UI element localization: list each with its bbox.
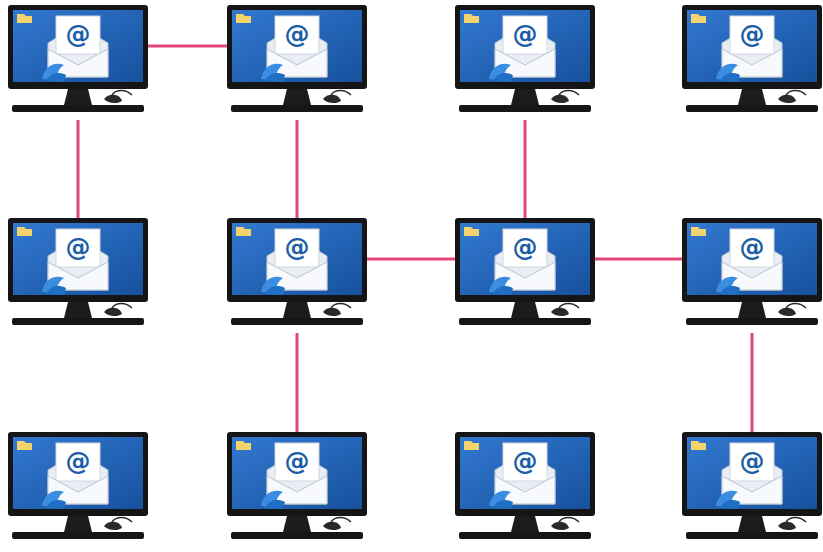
symbol-area: @: [505, 231, 545, 263]
monitor-node: @: [682, 432, 822, 547]
symbol-area: @: [58, 445, 98, 477]
symbol-area: @: [277, 445, 317, 477]
network-link: [751, 333, 754, 432]
network-link: [296, 333, 299, 432]
symbol-area: @: [732, 18, 772, 50]
email-symbol: @: [66, 22, 91, 47]
monitor-node: @: [455, 5, 595, 120]
monitor-node: @: [8, 218, 148, 333]
email-symbol: @: [740, 449, 765, 474]
symbol-area: @: [58, 18, 98, 50]
monitor-node: @: [227, 218, 367, 333]
monitor-node: @: [227, 432, 367, 547]
monitor-node: @: [455, 218, 595, 333]
monitor-node: @: [682, 218, 822, 333]
email-symbol: @: [740, 22, 765, 47]
email-symbol: @: [285, 235, 310, 260]
email-symbol: @: [740, 235, 765, 260]
network-link: [367, 258, 455, 261]
email-symbol: @: [285, 449, 310, 474]
email-symbol: @: [285, 22, 310, 47]
symbol-area: @: [58, 231, 98, 263]
network-link: [77, 120, 80, 218]
symbol-area: @: [732, 445, 772, 477]
network-link: [148, 45, 227, 48]
monitor-node: @: [8, 432, 148, 547]
symbol-area: @: [277, 231, 317, 263]
network-link: [524, 120, 527, 218]
symbol-area: @: [277, 18, 317, 50]
monitor-node: @: [8, 5, 148, 120]
email-symbol: @: [66, 235, 91, 260]
symbol-area: @: [732, 231, 772, 263]
symbol-area: @: [505, 445, 545, 477]
monitor-node: @: [227, 5, 367, 120]
email-symbol: @: [513, 449, 538, 474]
monitor-node: @: [682, 5, 822, 120]
network-link: [296, 120, 299, 218]
monitor-node: @: [455, 432, 595, 547]
network-link: [595, 258, 682, 261]
email-symbol: @: [513, 22, 538, 47]
email-symbol: @: [513, 235, 538, 260]
email-symbol: @: [66, 449, 91, 474]
symbol-area: @: [505, 18, 545, 50]
